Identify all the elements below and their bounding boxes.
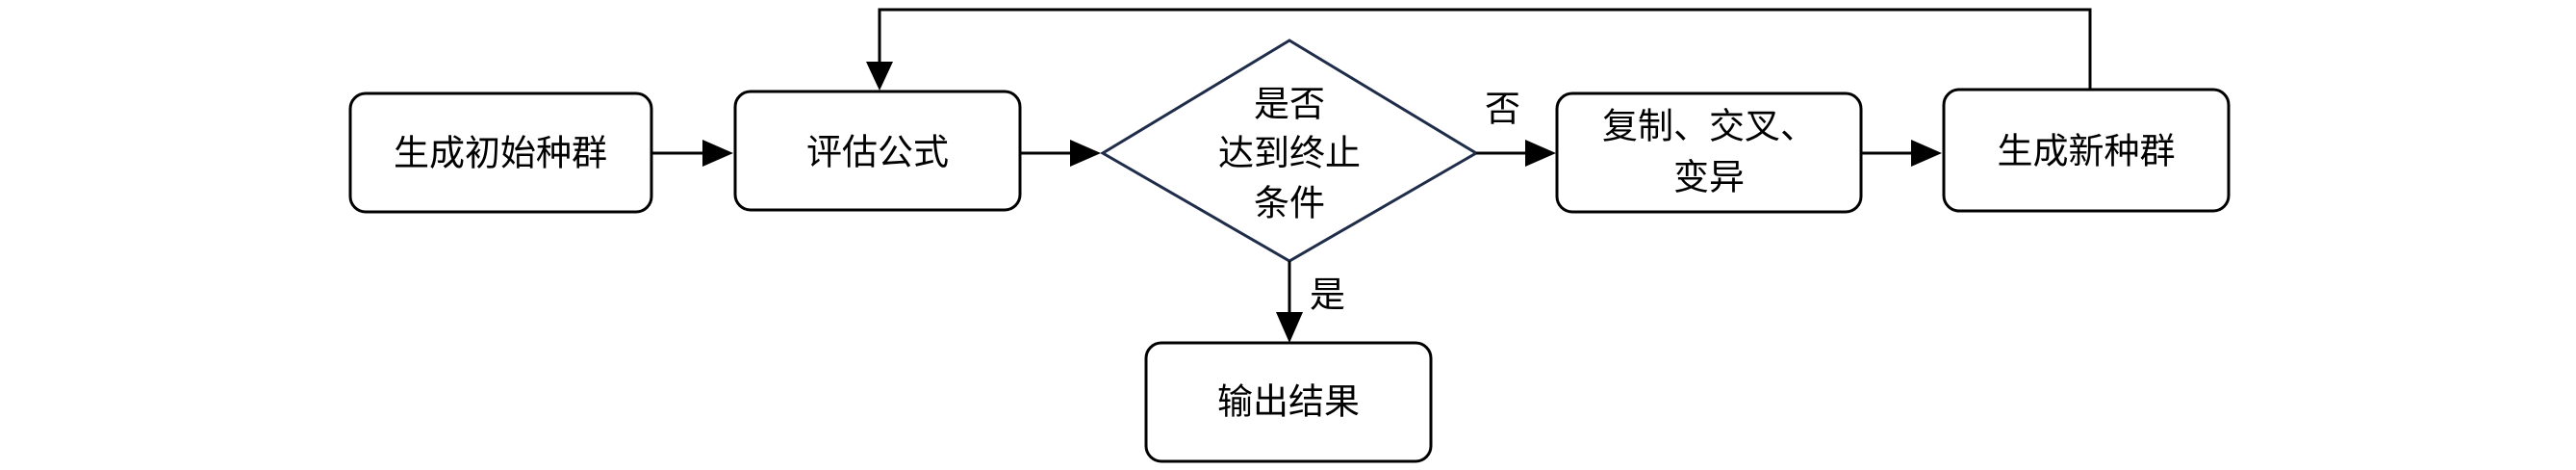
node-genetic-ops-line-1: 复制、交叉、	[1602, 106, 1816, 147]
edge-decision-to-genetic-ops-arrowhead	[1525, 140, 1556, 167]
node-genetic-ops-line-2: 变异	[1673, 157, 1745, 198]
node-init-population: 生成初始种群	[348, 91, 653, 214]
node-init-population-label: 生成初始种群	[394, 133, 607, 174]
edge-no-label: 否	[1485, 89, 1520, 130]
edge-decision-to-output-arrowhead	[1276, 312, 1303, 343]
edge-evaluate-to-decision-arrowhead	[1070, 140, 1101, 167]
node-decision-line-3: 条件	[1254, 183, 1325, 224]
edge-init-to-evaluate-arrowhead	[702, 140, 733, 167]
edge-yes-label: 是	[1310, 274, 1345, 316]
node-genetic-ops: 复制、交叉、 变异	[1555, 91, 1863, 214]
node-evaluate-formula-label: 评估公式	[806, 132, 949, 173]
loop-back-arrowhead	[866, 62, 893, 91]
node-new-population: 生成新种群	[1942, 88, 2231, 213]
node-decision-line-1: 是否	[1254, 84, 1325, 125]
loop-back-edge	[878, 8, 2092, 90]
node-evaluate-formula: 评估公式	[733, 90, 1022, 212]
node-output-result-label: 输出结果	[1217, 381, 1360, 423]
edge-genetic-ops-to-new-population-arrowhead	[1911, 140, 1942, 167]
node-new-population-label: 生成新种群	[1998, 131, 2176, 172]
node-output-result: 输出结果	[1144, 341, 1433, 463]
node-decision: 是否 达到终止 条件	[1100, 39, 1479, 263]
node-decision-line-2: 达到终止	[1218, 133, 1361, 174]
